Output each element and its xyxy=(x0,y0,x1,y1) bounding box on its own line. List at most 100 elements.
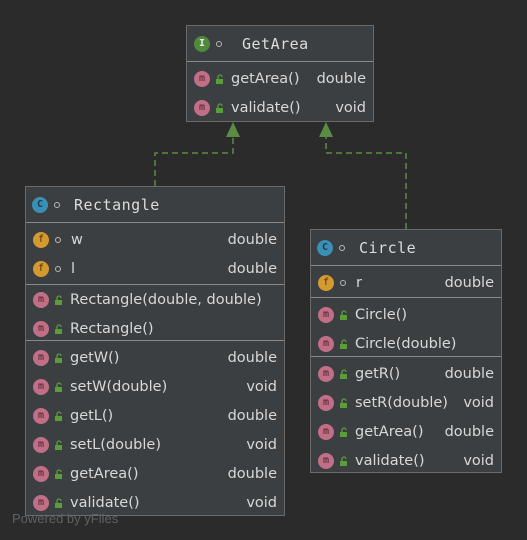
method-icon: m xyxy=(33,436,49,453)
unlock-icon xyxy=(55,468,62,479)
unlock-icon xyxy=(55,410,62,421)
method-name: validate() xyxy=(231,99,301,116)
unlock-icon xyxy=(340,455,347,466)
constructors-section: m Rectangle(double, double) m Rectangle(… xyxy=(26,285,284,341)
method-icon: m xyxy=(318,452,334,469)
field-type: double xyxy=(444,274,494,291)
fields-section: f r double xyxy=(311,266,501,298)
method-icon: m xyxy=(33,465,49,482)
field-row[interactable]: f r double xyxy=(318,268,494,297)
field-name: l xyxy=(71,260,76,277)
field-icon: f xyxy=(318,274,334,291)
field-type: double xyxy=(227,231,277,248)
method-return-type: double xyxy=(227,407,277,424)
method-icon: m xyxy=(318,335,334,352)
method-name: getL() xyxy=(70,407,114,424)
method-row[interactable]: m getR() double xyxy=(318,359,494,388)
method-icon: m xyxy=(194,99,210,116)
method-row[interactable]: m validate() void xyxy=(33,488,277,517)
class-icon: C xyxy=(317,239,333,256)
method-icon: m xyxy=(33,494,49,511)
field-icon: f xyxy=(33,260,49,277)
method-name: getR() xyxy=(355,365,401,382)
method-return-type: double xyxy=(444,423,494,440)
interface-header: I GetArea xyxy=(187,26,373,62)
method-return-type: void xyxy=(246,494,277,511)
method-row[interactable]: m getW() double xyxy=(33,343,277,372)
method-name: getArea() xyxy=(355,423,424,440)
circle-implements-line xyxy=(325,136,407,229)
visibility-icon xyxy=(339,244,345,251)
method-row[interactable]: m validate() void xyxy=(318,446,494,475)
method-icon: m xyxy=(318,423,334,440)
class-header: C Rectangle xyxy=(26,187,284,223)
constructor-row[interactable]: m Circle(double) xyxy=(318,329,494,358)
rectangle-implements-line xyxy=(154,136,234,186)
constructors-section: m Circle() m Circle(double) xyxy=(311,298,501,357)
unlock-icon xyxy=(216,102,223,113)
method-icon: m xyxy=(33,320,49,337)
class-circle-node[interactable]: C Circle f r double m Circle() m Circle(… xyxy=(310,229,502,473)
unlock-icon xyxy=(340,426,347,437)
visibility-icon xyxy=(54,201,60,208)
field-row[interactable]: f w double xyxy=(33,225,277,254)
constructor-name: Rectangle(double, double) xyxy=(70,291,262,308)
method-name: setW(double) xyxy=(70,378,168,395)
circle-arrowhead xyxy=(319,122,333,137)
method-row[interactable]: m getArea() double xyxy=(33,459,277,488)
method-return-type: void xyxy=(246,436,277,453)
method-row[interactable]: m validate() void xyxy=(194,93,366,122)
unlock-icon xyxy=(55,294,62,305)
constructor-row[interactable]: m Rectangle(double, double) xyxy=(33,285,277,314)
fields-section: f w double f l double xyxy=(26,223,284,285)
method-return-type: void xyxy=(463,394,494,411)
method-name: setL(double) xyxy=(70,436,161,453)
unlock-icon xyxy=(340,397,347,408)
unlock-icon xyxy=(340,338,347,349)
unlock-icon xyxy=(55,352,62,363)
method-row[interactable]: m setW(double) void xyxy=(33,372,277,401)
unlock-icon xyxy=(216,73,223,84)
method-return-type: void xyxy=(335,99,366,116)
visibility-icon xyxy=(216,40,222,47)
constructor-name: Circle(double) xyxy=(355,335,457,352)
constructor-row[interactable]: m Circle() xyxy=(318,300,494,329)
constructor-name: Rectangle() xyxy=(70,320,154,337)
visibility-icon xyxy=(340,279,346,286)
method-row[interactable]: m getArea() double xyxy=(318,417,494,446)
method-icon: m xyxy=(194,70,210,87)
method-name: validate() xyxy=(70,494,140,511)
method-row[interactable]: m getL() double xyxy=(33,401,277,430)
methods-section: m getR() double m setR(double) void m ge… xyxy=(311,357,501,475)
method-return-type: void xyxy=(463,452,494,469)
method-name: getArea() xyxy=(70,465,139,482)
visibility-icon xyxy=(55,265,61,272)
method-icon: m xyxy=(33,378,49,395)
method-icon: m xyxy=(33,291,49,308)
method-icon: m xyxy=(33,407,49,424)
method-row[interactable]: m setL(double) void xyxy=(33,430,277,459)
class-rectangle-node[interactable]: C Rectangle f w double f l double m Rect… xyxy=(25,186,285,516)
unlock-icon xyxy=(340,368,347,379)
field-row[interactable]: f l double xyxy=(33,254,277,283)
interface-getarea-node[interactable]: I GetArea m getArea() double m validate(… xyxy=(186,25,374,122)
method-name: getArea() xyxy=(231,70,300,87)
unlock-icon xyxy=(55,323,62,334)
class-icon: C xyxy=(32,196,48,213)
field-type: double xyxy=(227,260,277,277)
method-icon: m xyxy=(318,306,334,323)
method-return-type: void xyxy=(246,378,277,395)
method-row[interactable]: m getArea() double xyxy=(194,64,366,93)
visibility-icon xyxy=(55,236,61,243)
method-row[interactable]: m setR(double) void xyxy=(318,388,494,417)
field-name: r xyxy=(356,274,362,291)
method-name: getW() xyxy=(70,349,120,366)
interface-methods: m getArea() double m validate() void xyxy=(187,62,373,122)
method-return-type: double xyxy=(227,349,277,366)
constructor-row[interactable]: m Rectangle() xyxy=(33,314,277,343)
watermark: Powered by yFiles xyxy=(12,511,119,526)
field-name: w xyxy=(71,231,83,248)
method-return-type: double xyxy=(227,465,277,482)
method-name: validate() xyxy=(355,452,425,469)
